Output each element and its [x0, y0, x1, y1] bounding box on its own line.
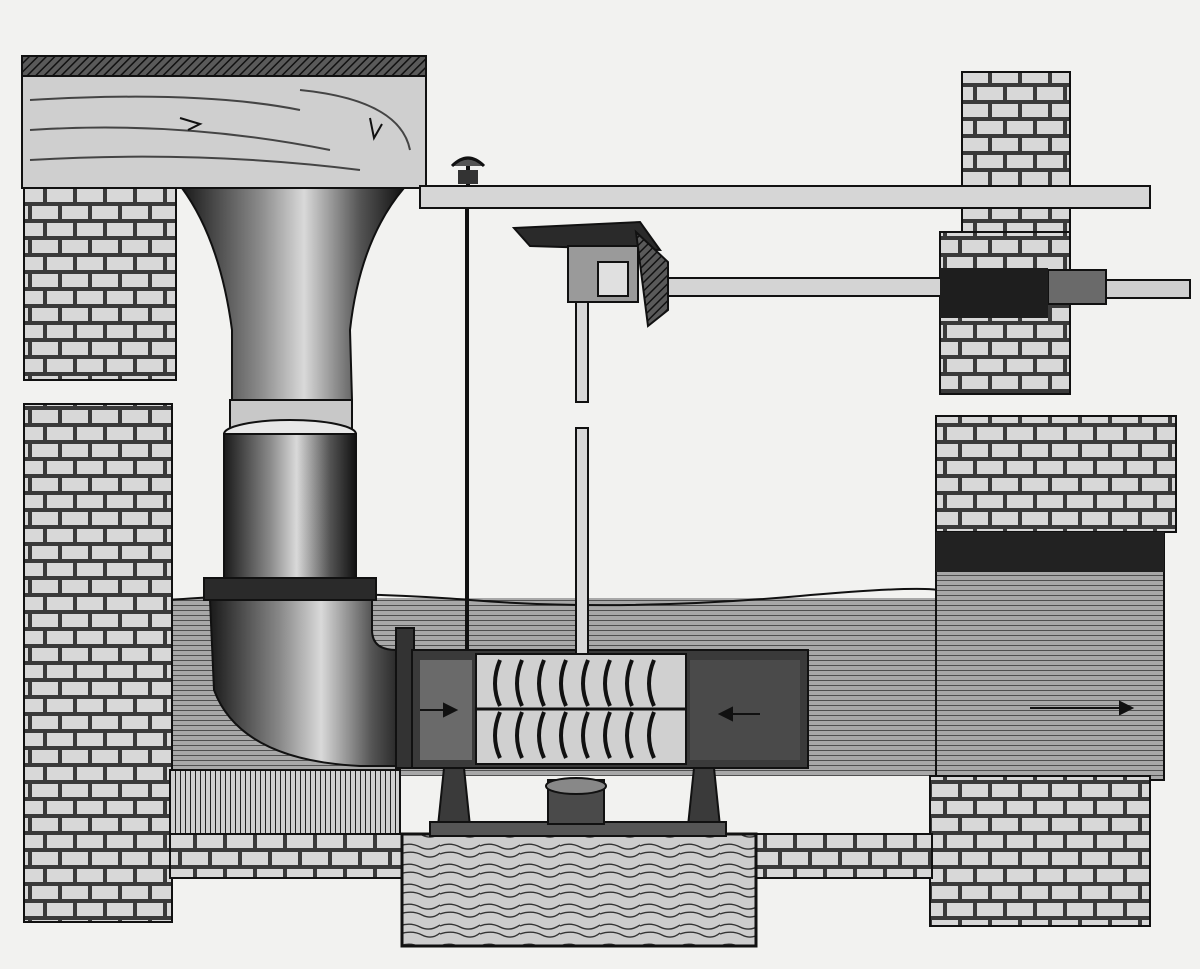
- bevel-gear-assembly: [511, 220, 669, 328]
- brick-wall-lower-left: [23, 403, 173, 923]
- intake-pipe: [180, 187, 407, 601]
- tailrace-water: [935, 531, 1165, 781]
- control-rod: [419, 185, 1151, 209]
- floor-slab-left: [169, 769, 401, 835]
- pier-bearing: [940, 268, 1048, 318]
- shaft-coupling: [1047, 269, 1107, 305]
- handwheel-icon: [450, 156, 486, 186]
- turbine-runner-blades: [493, 659, 656, 759]
- arrow-right-icon: [1030, 700, 1135, 716]
- shaft-end: [1105, 279, 1191, 299]
- stone-foundation: [400, 832, 758, 948]
- brick-wall-right: [935, 415, 1177, 533]
- turbine-casing: [411, 649, 809, 769]
- elbow-pipe: [208, 599, 413, 767]
- turbine-shaft-lower: [575, 427, 589, 655]
- brick-wall-bottom-right: [929, 775, 1151, 927]
- headrace-trough: [21, 55, 427, 189]
- brick-pier-upper-right: [961, 71, 1071, 241]
- arrow-right-icon: [420, 702, 459, 718]
- turbine-supports: [429, 767, 727, 837]
- tailrace-dark-band: [936, 532, 1164, 572]
- arrow-right-icon: [717, 706, 760, 722]
- brick-wall-upper-left: [23, 187, 177, 381]
